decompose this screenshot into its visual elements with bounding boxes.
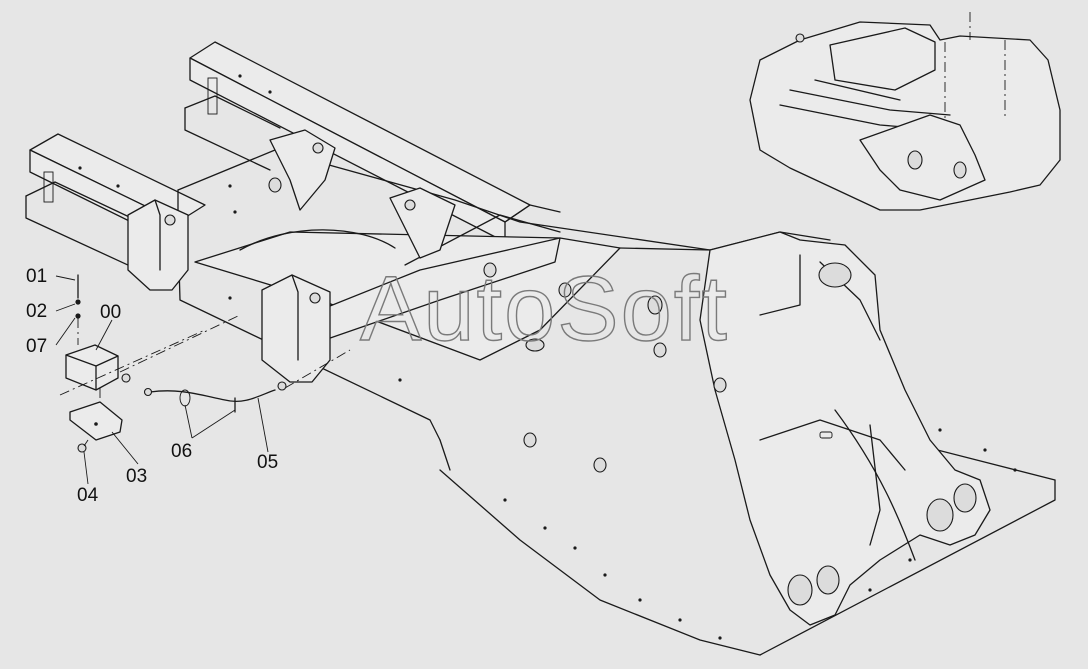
callout-07: 07 xyxy=(26,336,47,357)
part-00-switch-box xyxy=(65,344,131,391)
assembly-lines xyxy=(59,315,351,447)
part-03-bracket-plate xyxy=(69,401,123,441)
upper-bracket xyxy=(269,129,336,211)
watermark-text: AutoSoft xyxy=(360,258,729,360)
callout-04: 04 xyxy=(77,485,99,506)
left-bracket xyxy=(127,199,189,291)
inset-excavator xyxy=(749,12,1061,211)
callout-05: 05 xyxy=(257,452,278,473)
middle-bracket xyxy=(389,187,456,259)
upper-frame-rail xyxy=(184,41,561,243)
part-07-washer-stack xyxy=(75,274,81,319)
part-05-harness xyxy=(143,381,287,402)
callout-06: 06 xyxy=(171,441,192,462)
frame-body xyxy=(177,149,1056,656)
callout-00: 00 xyxy=(100,302,121,323)
leader-lines xyxy=(55,275,269,485)
boom-foot xyxy=(699,231,991,626)
callout-01: 01 xyxy=(26,266,47,287)
callout-02: 02 xyxy=(26,301,47,322)
callout-03: 03 xyxy=(126,466,147,487)
frame-holes xyxy=(78,74,1017,640)
center-bracket xyxy=(261,274,331,383)
